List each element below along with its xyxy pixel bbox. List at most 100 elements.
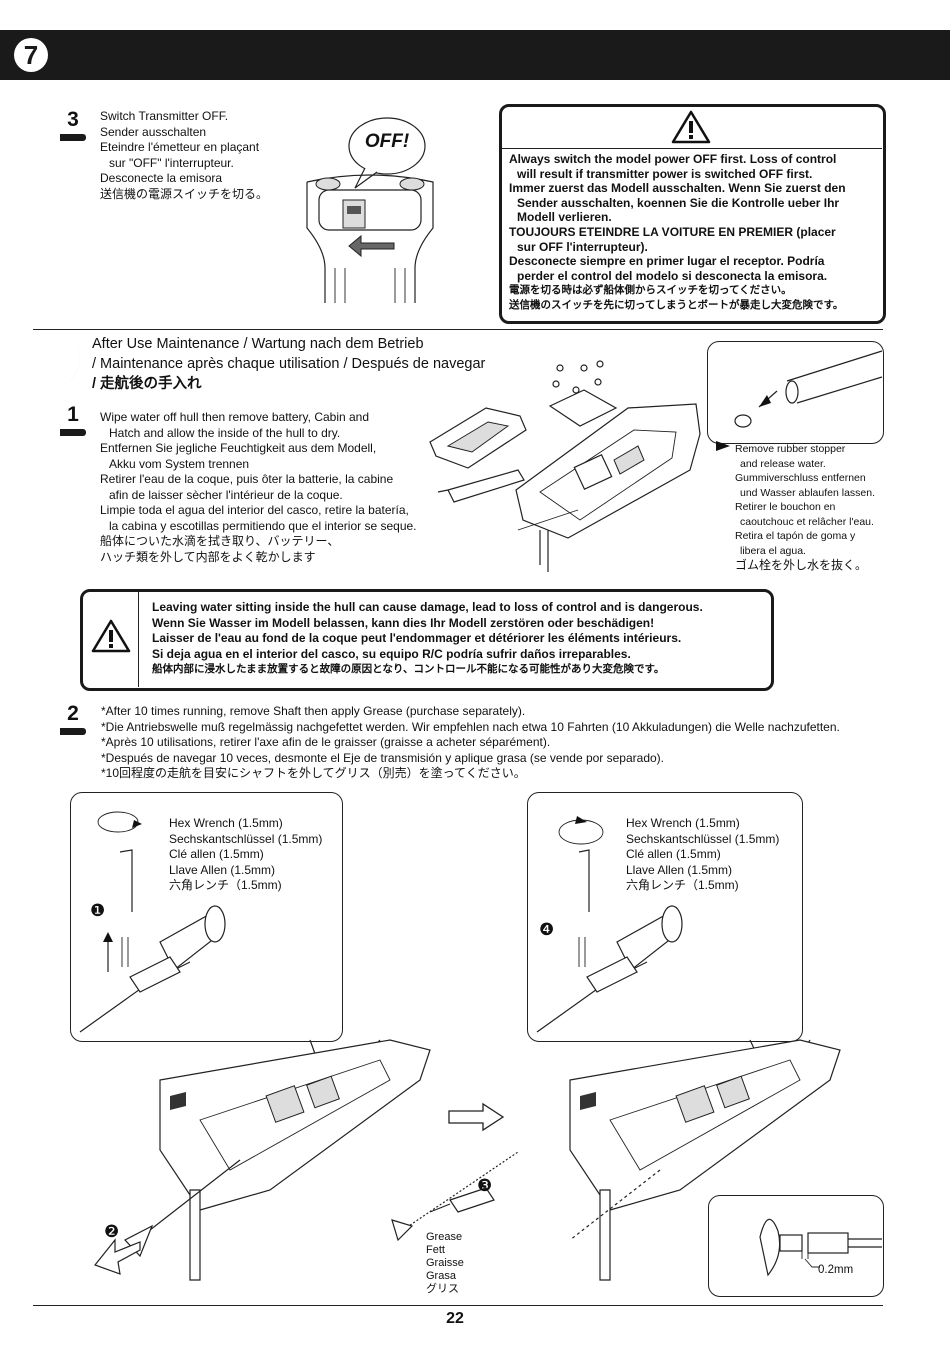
hex-wrench: [578, 849, 590, 912]
hex-wrench-line: 六角レンチ（1.5mm): [169, 878, 282, 892]
hex-wrench-line: Clé allen (1.5mm): [169, 847, 264, 861]
arrow-icon: [759, 395, 771, 407]
warning-line: will result if transmitter power is swit…: [517, 166, 813, 181]
off-label: OFF!: [364, 131, 410, 152]
warning-line: Immer zuerst das Modell ausschalten. Wen…: [509, 181, 846, 196]
stopper-text: Remove rubber stopper and release water.…: [735, 442, 875, 573]
callout-1: ❶: [90, 901, 106, 920]
warning-divider: [138, 592, 139, 687]
stopper-line: Gummiverschluss entfernen: [735, 472, 866, 484]
grease-line: Fett: [426, 1244, 445, 1256]
section-divider: [33, 329, 883, 330]
step-1-line: afin de laisser sècher l'intérieur de la…: [109, 487, 343, 502]
gap-detail-illustration: [759, 1218, 882, 1277]
pull-out-arrow-icon: [94, 1238, 141, 1275]
grease-text: Grease Fett Graisse Grasa グリス: [426, 1231, 464, 1296]
battery-pack: [447, 469, 525, 503]
pointer-triangle-icon: [716, 441, 730, 451]
propeller: [391, 1219, 414, 1242]
hull-right-illustration: [569, 1039, 841, 1281]
warning-line: Sender ausschalten, koennen Sie die Kont…: [517, 195, 840, 210]
stopper-line: Retirer le bouchon en: [735, 501, 836, 513]
warning-line: TOUJOURS ETEINDRE LA VOITURE EN PREMIER …: [509, 224, 836, 239]
install-shaft-illustration: [536, 816, 683, 1033]
warning-line: 電源を切る時は必ず船体側からスイッチを切ってください。: [509, 284, 792, 297]
hull-disassembly-illustration: [429, 360, 701, 572]
step-3-line: Switch Transmitter OFF.: [100, 109, 229, 123]
stopper-line: und Wasser ablaufen lassen.: [740, 486, 876, 499]
step-1-text: Wipe water off hull then remove battery,…: [100, 410, 417, 565]
warning-line: 送信機のスイッチを先に切ってしまうとボートが暴走し大変危険です。: [509, 298, 844, 311]
speech-bubble-tail: [354, 167, 378, 189]
warning-top-text: Always switch the model power OFF first.…: [509, 152, 846, 313]
moon-icon: [32, 336, 81, 388]
callout-4: ❹: [539, 920, 555, 939]
callout-2: ❷: [104, 1222, 120, 1241]
remove-shaft-detail-panel: [70, 792, 343, 1042]
hex-wrench-text-right: Hex Wrench (1.5mm) Sechskantschlüssel (1…: [626, 816, 779, 894]
rubber-stopper: [734, 414, 752, 428]
step-1-line: ハッチ類を外して内部をよく乾かします: [100, 549, 316, 564]
callout-3: ❸: [477, 1176, 493, 1195]
hex-wrench-line: Llave Allen (1.5mm): [626, 862, 733, 877]
stopper-line: Remove rubber stopper: [735, 443, 846, 455]
warning-box-middle: [80, 589, 774, 691]
step-2-line: *After 10 times running, remove Shaft th…: [101, 704, 526, 718]
step-1-line: Hatch and allow the inside of the hull t…: [109, 425, 341, 440]
hex-wrench-text-left: Hex Wrench (1.5mm) Sechskantschlüssel (1…: [169, 816, 322, 894]
rubber-stopper-illustration: [734, 350, 883, 428]
stopper-line: Retira el tapón de goma y: [735, 530, 856, 542]
hull-left-illustration: [94, 1039, 431, 1281]
step-3-line: 送信機の電源スイッチを切る。: [100, 186, 269, 201]
step-2-marker: [60, 728, 86, 735]
hex-wrench-line: Hex Wrench (1.5mm): [169, 816, 283, 830]
step-3-line: Eteindre l'émetteur en plaçant: [100, 140, 260, 154]
rotate-arrow-icon: [558, 819, 604, 845]
step-2-line: *Après 10 utilisations, retirer l'axe af…: [101, 735, 551, 749]
screws: [552, 360, 604, 394]
hull: [569, 1039, 841, 1211]
hull: [159, 1039, 431, 1211]
step-3-line: sur "OFF" l'interrupteur.: [109, 155, 234, 170]
warning-line: Si deja agua en el interior del casco, s…: [152, 646, 631, 661]
gap-label: 0.2mm: [818, 1264, 854, 1276]
stopper-line: libera el agua.: [740, 544, 806, 557]
hex-wrench-line: Clé allen (1.5mm): [626, 847, 721, 861]
step-3-line: Desconecte la emisora: [100, 171, 223, 185]
warning-line: sur OFF l'interrupteur).: [517, 239, 648, 254]
warning-icon: [91, 619, 131, 653]
section-number-badge: 7: [14, 38, 48, 72]
grease-tube: [449, 1187, 495, 1213]
hex-wrench-line: Hex Wrench (1.5mm): [626, 816, 740, 830]
warning-divider: [501, 148, 882, 149]
warning-line: Desconecte siempre en primer lugar el re…: [509, 254, 825, 269]
warning-line: Leaving water sitting inside the hull ca…: [152, 600, 703, 614]
stopper-line: and release water.: [740, 457, 826, 470]
hex-wrench-line: Llave Allen (1.5mm): [169, 862, 276, 877]
warning-line: perder el control del modelo si desconec…: [517, 268, 828, 283]
warning-middle-text: Leaving water sitting inside the hull ca…: [152, 600, 703, 678]
grease-line: Grease: [426, 1231, 463, 1243]
warning-line: Laisser de l'eau au fond de la coque peu…: [152, 631, 682, 645]
propeller: [759, 1218, 781, 1277]
step-3-line: Sender ausschalten: [100, 124, 207, 139]
maintenance-title-line: After Use Maintenance / Wartung nach dem…: [92, 336, 424, 352]
maintenance-title: After Use Maintenance / Wartung nach dem…: [92, 334, 485, 394]
remove-shaft-illustration: [79, 811, 226, 1033]
footer-rule: [33, 1305, 883, 1306]
step-1-line: Retirer l'eau de la coque, puis ôter la …: [100, 472, 394, 486]
step-2-line: *Después de navegar 10 veces, desmonte e…: [101, 750, 664, 765]
step-1-line: Wipe water off hull then remove battery,…: [100, 410, 370, 424]
greased-shaft-illustration: [391, 1151, 519, 1242]
stopper-line: caoutchouc et relâcher l'eau.: [740, 515, 874, 528]
step-3-text: Switch Transmitter OFF. Sender ausschalt…: [100, 109, 268, 202]
grease-line: グリス: [426, 1283, 459, 1295]
warning-line: Always switch the model power OFF first.…: [509, 152, 837, 166]
grease-line: Graisse: [426, 1257, 464, 1269]
speech-bubble: [348, 117, 426, 175]
step-3-marker: [60, 134, 86, 141]
transmitter-illustration: [306, 117, 434, 303]
step-1-line: Entfernen Sie jegliche Feuchtigkeit aus …: [100, 441, 377, 455]
step-1-line: 船体についた水滴を拭き取り、バッテリー、: [100, 534, 340, 548]
drive-shaft: [399, 1151, 519, 1233]
